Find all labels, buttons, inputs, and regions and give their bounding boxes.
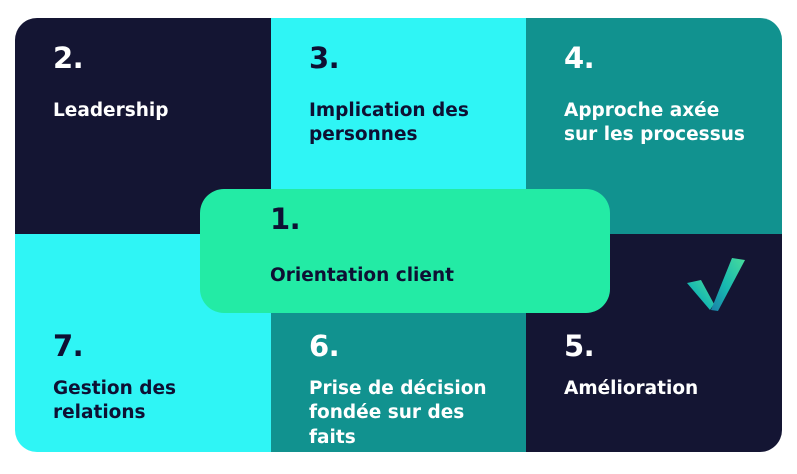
principle-number-4: 4. [564, 41, 595, 75]
principle-label-3: Implication des personnes [309, 100, 469, 146]
principle-label-7: Gestion des relations [53, 378, 177, 424]
principle-label-6: Prise de décision fondée sur des faits [309, 378, 487, 448]
principle-label-4: Approche axée sur les processus [564, 100, 745, 146]
principle-number-2: 2. [53, 41, 84, 75]
principle-cell-2[interactable]: 2. Leadership [15, 18, 271, 234]
principle-label-1: Orientation client [270, 265, 454, 286]
principle-label-2: Leadership [53, 100, 169, 121]
principle-number-5: 5. [564, 329, 595, 363]
principle-number-3: 3. [309, 41, 340, 75]
checkmark-icon [687, 258, 745, 311]
principle-cell-1-center[interactable]: 1. Orientation client [200, 189, 610, 313]
principle-number-6: 6. [309, 329, 340, 363]
principle-number-1: 1. [270, 202, 301, 236]
principle-number-7: 7. [53, 329, 84, 363]
principle-label-5: Amélioration [564, 378, 699, 399]
